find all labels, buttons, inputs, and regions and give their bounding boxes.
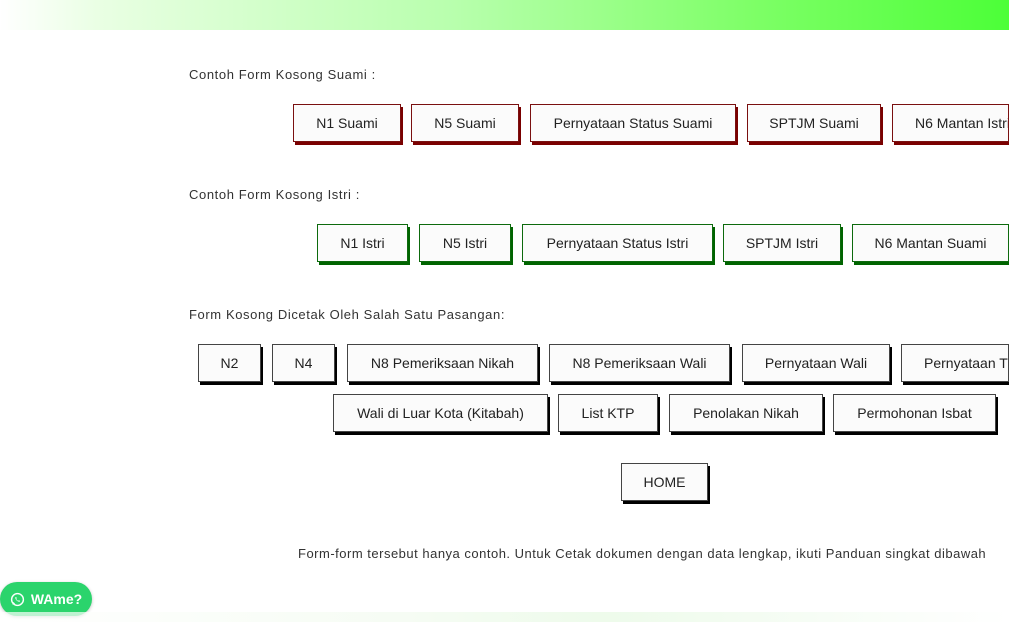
n5-suami-button[interactable]: N5 Suami: [411, 104, 519, 142]
pernyataan-t-button[interactable]: Pernyataan T: [901, 344, 1009, 382]
home-button[interactable]: HOME: [621, 463, 708, 501]
n1-suami-button[interactable]: N1 Suami: [293, 104, 401, 142]
wali-luar-kota-button[interactable]: Wali di Luar Kota (Kitabah): [333, 394, 548, 432]
whatsapp-label: WAme?: [30, 591, 83, 607]
suami-section-label: Contoh Form Kosong Suami :: [189, 67, 376, 82]
penolakan-nikah-button[interactable]: Penolakan Nikah: [669, 394, 823, 432]
n6-mantan-istri-button[interactable]: N6 Mantan Istri: [892, 104, 1009, 142]
permohonan-isbat-button[interactable]: Permohonan Isbat: [833, 394, 996, 432]
n5-istri-button[interactable]: N5 Istri: [419, 224, 511, 262]
bottom-gradient-strip: [0, 612, 1009, 622]
sptjm-suami-button[interactable]: SPTJM Suami: [747, 104, 881, 142]
whatsapp-icon: [10, 592, 25, 607]
list-ktp-button[interactable]: List KTP: [558, 394, 658, 432]
sptjm-istri-button[interactable]: SPTJM Istri: [723, 224, 841, 262]
header-gradient-band: [0, 0, 1009, 30]
n1-istri-button[interactable]: N1 Istri: [317, 224, 408, 262]
istri-section-label: Contoh Form Kosong Istri :: [189, 187, 360, 202]
n8-pemeriksaan-nikah-button[interactable]: N8 Pemeriksaan Nikah: [347, 344, 538, 382]
info-note: Form-form tersebut hanya contoh. Untuk C…: [298, 546, 987, 561]
pernyataan-wali-button[interactable]: Pernyataan Wali: [742, 344, 890, 382]
n6-mantan-suami-button[interactable]: N6 Mantan Suami: [852, 224, 1009, 262]
n8-pemeriksaan-wali-button[interactable]: N8 Pemeriksaan Wali: [549, 344, 730, 382]
pernyataan-status-suami-button[interactable]: Pernyataan Status Suami: [530, 104, 736, 142]
n4-button[interactable]: N4: [272, 344, 335, 382]
n2-button[interactable]: N2: [198, 344, 261, 382]
pasangan-section-label: Form Kosong Dicetak Oleh Salah Satu Pasa…: [189, 307, 506, 322]
pernyataan-status-istri-button[interactable]: Pernyataan Status Istri: [522, 224, 713, 262]
whatsapp-button[interactable]: WAme?: [0, 582, 92, 616]
